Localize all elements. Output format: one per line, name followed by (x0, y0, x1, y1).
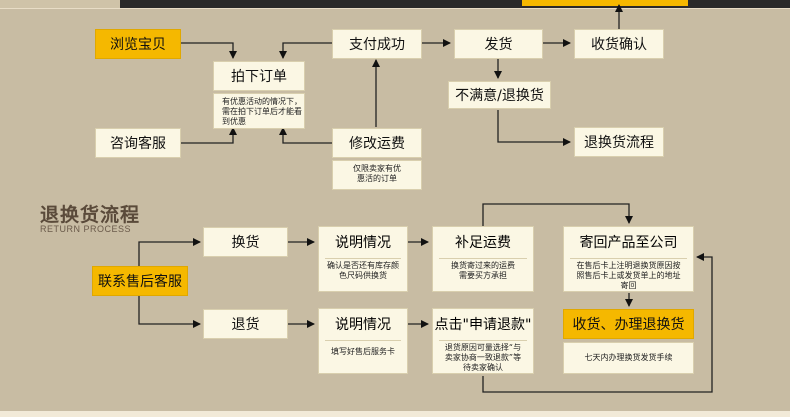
box-separator (439, 258, 527, 259)
confirm-receipt-label: 收货确认 (591, 37, 647, 53)
refund-box: 退货 (203, 309, 288, 339)
consult-label: 咨询客服 (110, 136, 166, 152)
pay-shipping-box: 补足运费 换货寄过来的运费需要买方承担 (432, 226, 534, 292)
pay-shipping-label: 补足运费 (455, 235, 511, 251)
apply-refund-label: 点击"申请退款" (434, 317, 532, 333)
send-back-box: 寄回产品至公司 在售后卡上注明退换货原因按照售后卡上或发货单上的地址寄回 (563, 226, 694, 292)
explain-refund-note: 填写好售后服务卡 (331, 347, 395, 356)
box-separator (570, 258, 687, 259)
section-title: 退换货流程 (40, 204, 141, 226)
box-separator (325, 258, 401, 259)
place-order-note-text: 有优惠活动的情况下，需在拍下订单后才能看到优惠 (222, 97, 302, 126)
modify-shipping-box: 修改运费 (332, 128, 422, 158)
explain-exchange-note: 确认是否还有库存颜色尺码供换货 (327, 261, 399, 280)
modify-shipping-note-text: 仅限卖家有优惠活的订单 (353, 164, 401, 183)
receive-label: 收货、办理退换货 (572, 317, 685, 333)
send-back-label: 寄回产品至公司 (579, 235, 678, 251)
return-process-label: 退换货流程 (584, 135, 654, 151)
pay-shipping-note: 换货寄过来的运费需要买方承担 (451, 261, 515, 280)
unsatisfied-label: 不满意/退换货 (455, 88, 544, 104)
confirm-receipt-box: 收货确认 (574, 29, 664, 59)
explain-refund-box: 说明情况 填写好售后服务卡 (318, 308, 408, 374)
explain-exchange-box: 说明情况 确认是否还有库存颜色尺码供换货 (318, 226, 408, 292)
top-accent-bar (522, 0, 688, 6)
modify-shipping-note: 仅限卖家有优惠活的订单 (332, 160, 422, 190)
contact-aftersales-box: 联系售后客服 (92, 266, 188, 296)
divider-line (0, 8, 790, 9)
explain-exchange-label: 说明情况 (335, 235, 391, 251)
place-order-label: 拍下订单 (231, 69, 287, 85)
place-order-note: 有优惠活动的情况下，需在拍下订单后才能看到优惠 (213, 93, 305, 129)
consult-box: 咨询客服 (95, 128, 181, 158)
exchange-box: 换货 (203, 227, 288, 257)
payment-success-box: 支付成功 (332, 29, 422, 59)
top-strip (0, 0, 790, 8)
top-strip-left (0, 0, 120, 8)
unsatisfied-box: 不满意/退换货 (448, 81, 551, 109)
ship-box: 发货 (454, 29, 543, 59)
section-subtitle: RETURN PROCESS (40, 224, 132, 234)
contact-aftersales-label: 联系售后客服 (98, 274, 182, 290)
place-order-box: 拍下订单 (213, 61, 305, 91)
apply-refund-box: 点击"申请退款" 退货原因可量选择“与卖家协商一致退款”等待卖家确认 (432, 308, 534, 374)
refund-label: 退货 (231, 317, 260, 333)
bottom-strip (0, 411, 790, 417)
payment-success-label: 支付成功 (349, 37, 405, 53)
explain-refund-label: 说明情况 (335, 317, 391, 333)
receive-note: 七天内办理换货发货手续 (563, 342, 694, 374)
receive-note-text: 七天内办理换货发货手续 (584, 353, 673, 362)
modify-shipping-label: 修改运费 (349, 136, 405, 152)
ship-label: 发货 (484, 37, 513, 53)
browse-box: 浏览宝贝 (95, 29, 181, 59)
box-separator (325, 340, 401, 341)
exchange-label: 换货 (231, 235, 260, 251)
browse-label: 浏览宝贝 (110, 37, 166, 53)
receive-box: 收货、办理退换货 (563, 309, 694, 339)
apply-refund-note: 退货原因可量选择“与卖家协商一致退款”等待卖家确认 (444, 343, 522, 372)
return-process-box: 退换货流程 (574, 127, 664, 157)
box-separator (439, 340, 527, 341)
send-back-note: 在售后卡上注明退换货原因按照售后卡上或发货单上的地址寄回 (576, 261, 681, 290)
